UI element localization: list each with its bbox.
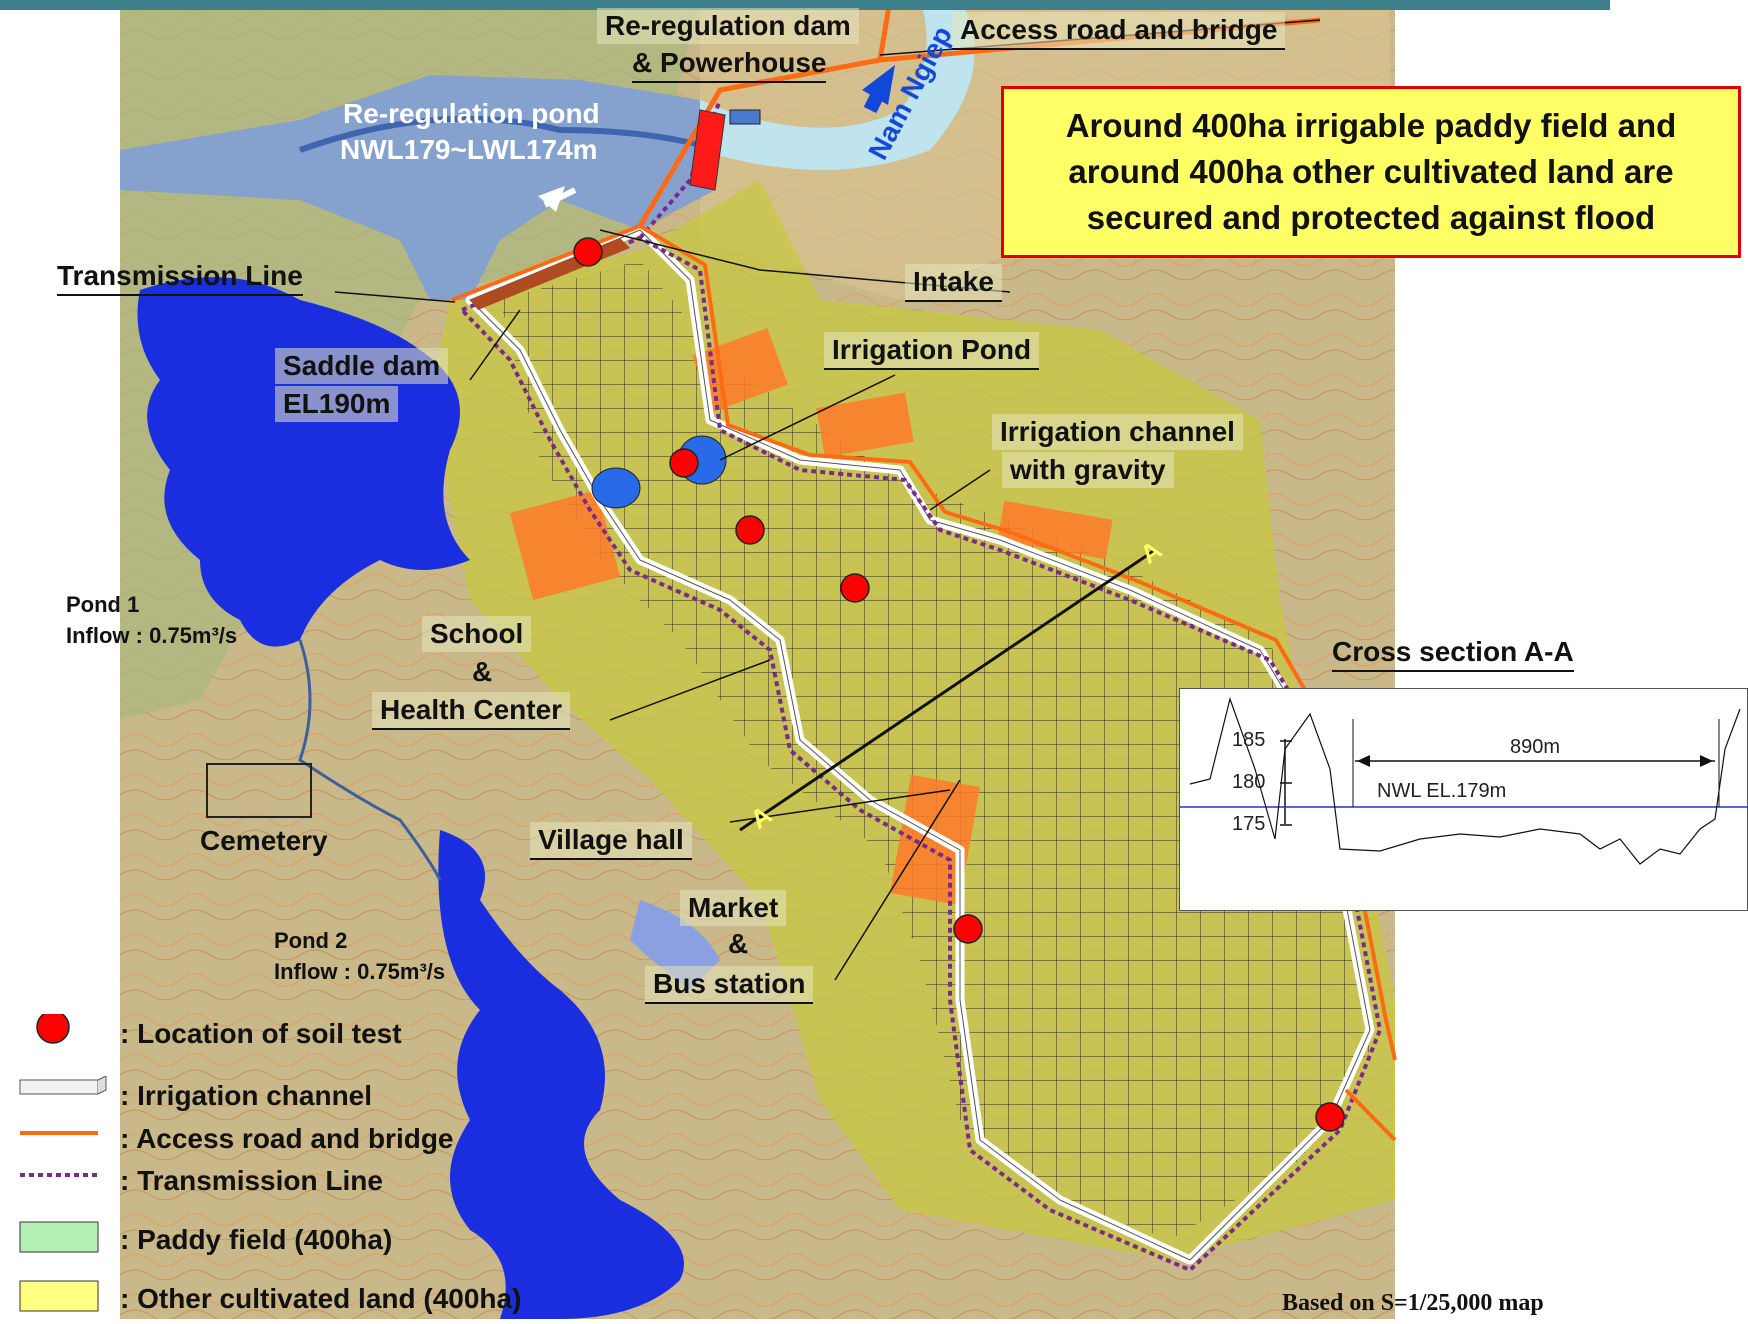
label-saddle-dam: Saddle dam — [275, 348, 449, 385]
label-reregulation-dam: Re-regulation dam — [597, 8, 859, 45]
legend-soil-icon — [10, 1010, 120, 1054]
reregulation-dam — [689, 109, 726, 191]
soil-test-point — [840, 573, 870, 603]
stream — [298, 639, 442, 881]
legend-soil-test: : Location of soil test — [10, 1010, 402, 1054]
leader-village-hall — [729, 789, 951, 823]
label-saddle-dam-el: EL190m — [275, 386, 399, 423]
cross-section-panel: 185 180 175 890m NWL EL.179m — [1179, 688, 1748, 911]
legend-irrigation-channel: : Irrigation channel — [10, 1075, 373, 1116]
legend-soil-text: : Location of soil test — [120, 1018, 402, 1049]
soil-test-point — [953, 914, 983, 944]
label-pond-1-inflow: Inflow : 0.75m³/s — [66, 623, 238, 648]
label-village-hall: Village hall — [530, 822, 692, 861]
transmission-line-route — [460, 236, 1382, 1272]
legend-channel-icon — [10, 1075, 120, 1116]
label-pond-1: Pond 1 — [66, 592, 140, 617]
legend-other-icon — [10, 1279, 120, 1319]
river-channel — [298, 115, 701, 153]
powerhouse — [729, 109, 761, 125]
label-health-center: Health Center — [372, 692, 571, 731]
label-pond-2-inflow: Inflow : 0.75m³/s — [274, 959, 446, 984]
access-road-north — [637, 0, 893, 228]
footer-note: Based on S=1/25,000 map — [1282, 1290, 1544, 1316]
terrain-profile — [1189, 696, 1741, 865]
leader-transmission — [334, 291, 456, 303]
soil-test-point — [573, 237, 603, 267]
legend-road-icon — [10, 1119, 120, 1159]
nwl-label: NWL EL.179m — [1377, 780, 1507, 802]
section-line-aa — [739, 548, 1156, 832]
leader-saddle — [469, 309, 521, 381]
nam-ngiep-river — [700, 0, 975, 170]
soil-test-points — [573, 237, 1345, 1132]
legend-road-text: : Access road and bridge — [120, 1123, 454, 1154]
label-amp-school: & — [472, 656, 493, 687]
label-reregulation-pond: Re-regulation pond — [343, 98, 600, 129]
legend-transmission: : Transmission Line — [10, 1161, 383, 1201]
leader-irrigation-pond — [719, 374, 896, 461]
soil-test-point — [735, 515, 765, 545]
label-cemetery: Cemetery — [200, 825, 328, 856]
flow-arrow-head — [862, 65, 895, 105]
cross-section-plot — [1180, 696, 1748, 865]
legend-transmission-text: : Transmission Line — [120, 1165, 383, 1196]
width-label: 890m — [1510, 736, 1561, 758]
label-irrigation-channel-1: Irrigation channel — [992, 414, 1243, 451]
label-bus-station: Bus station — [645, 966, 814, 1005]
leader-market — [834, 779, 961, 981]
irrigation-channel-edge — [469, 229, 1371, 1261]
callout-line-2: around 400ha other cultivated land are — [1068, 152, 1674, 190]
legend-paddy: : Paddy field (400ha) — [10, 1220, 392, 1260]
transmission-line-north — [638, 99, 722, 240]
tick-185: 185 — [1232, 729, 1266, 751]
legend-other-land: : Other cultivated land (400ha) — [10, 1279, 521, 1319]
leader-school — [609, 659, 771, 721]
access-road-se — [1344, 1088, 1397, 1142]
soil-test-point — [1315, 1102, 1345, 1132]
label-market: Market — [680, 890, 787, 927]
cemetery-box — [206, 763, 312, 818]
label-access-road-bridge: Access road and bridge — [952, 12, 1286, 51]
label-transmission-line: Transmission Line — [57, 260, 303, 297]
label-pond-levels: NWL179~LWL174m — [340, 134, 598, 165]
label-amp-market: & — [728, 928, 749, 959]
label-school: School — [422, 616, 532, 653]
orange-plots — [509, 328, 1113, 906]
pond-arrow-head — [538, 186, 565, 212]
callout-line-3: secured and protected against flood — [1086, 199, 1656, 237]
legend-transmission-icon — [10, 1161, 120, 1201]
label-irrigation-channel-2: with gravity — [1002, 452, 1174, 489]
legend-other-text: : Other cultivated land (400ha) — [120, 1283, 522, 1314]
paddy-grid — [500, 260, 1370, 1240]
protection-callout: Around 400ha irrigable paddy field and a… — [1001, 86, 1741, 258]
legend-paddy-icon — [10, 1220, 120, 1260]
pond-2-shape — [438, 830, 684, 1319]
tick-175: 175 — [1232, 813, 1266, 835]
title-bar-strip — [0, 0, 1610, 10]
callout-line-1: Around 400ha irrigable paddy field and — [1065, 106, 1677, 144]
white-margin — [1395, 258, 1748, 688]
legend-channel-text: : Irrigation channel — [120, 1080, 373, 1111]
label-powerhouse: & Powerhouse — [632, 47, 827, 84]
tick-180: 180 — [1232, 771, 1266, 793]
soil-test-point — [669, 448, 699, 478]
label-irrigation-pond: Irrigation Pond — [824, 332, 1040, 371]
label-pond-2: Pond 2 — [274, 928, 348, 953]
legend-access-road: : Access road and bridge — [10, 1119, 454, 1159]
cross-section-title: Cross section A-A — [1332, 636, 1574, 673]
irrigation-pond-a — [591, 467, 641, 509]
label-intake: Intake — [905, 264, 1002, 303]
legend-paddy-text: : Paddy field (400ha) — [120, 1224, 393, 1255]
leader-channel — [929, 469, 991, 511]
